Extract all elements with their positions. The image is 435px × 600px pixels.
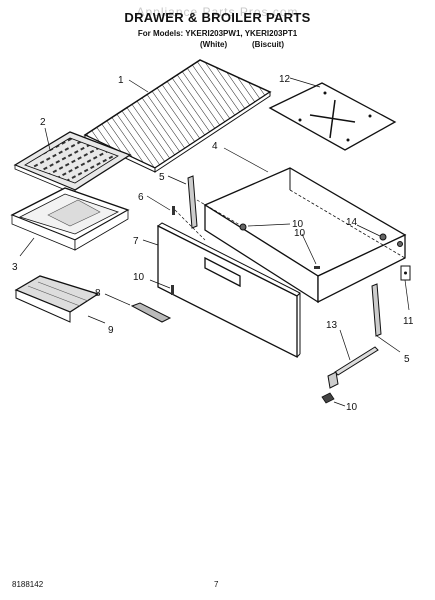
doc-number: 8188142 (12, 580, 44, 589)
callout-8: 8 (95, 288, 101, 299)
callout-13: 13 (326, 320, 338, 331)
callout-14: 14 (346, 217, 358, 228)
page-number: 7 (214, 580, 219, 589)
model-numbers: For Models: YKERI203PW1, YKERI203PT1 (137, 29, 298, 38)
watermark: Appliance Parts Pros.com (136, 5, 299, 19)
callout-3: 3 (12, 262, 18, 273)
rail-screw (321, 392, 346, 407)
callout-4: 4 (212, 141, 218, 152)
drawer-screw (172, 206, 206, 241)
drawer-bottom-panel (268, 82, 397, 151)
callout-10a: 10 (133, 272, 145, 283)
callout-9: 9 (108, 325, 114, 336)
callout-10c: 10 (294, 228, 306, 239)
drawer-body (203, 167, 407, 304)
drawer-slide-left (187, 175, 241, 229)
drawer-front-panel (157, 222, 301, 359)
callout-5b: 5 (404, 354, 410, 365)
anti-tip-rail (327, 329, 379, 389)
drawer-front-screw (149, 279, 174, 295)
side-bracket (400, 265, 411, 281)
slide-screw-upper (247, 223, 291, 227)
callout-12: 12 (279, 74, 291, 85)
drawer-rivet (356, 224, 381, 237)
callout-10d: 10 (346, 402, 358, 413)
drawer-slide-right (371, 283, 382, 337)
slide-screw-lower (301, 233, 320, 269)
callout-2: 2 (40, 117, 46, 128)
color-white-label: (White) (200, 40, 228, 49)
callout-6: 6 (138, 192, 144, 203)
callout-11: 11 (403, 316, 414, 327)
callout-7: 7 (133, 236, 139, 247)
callout-10b: 10 (292, 219, 304, 230)
broiler-pan-insert (14, 275, 100, 323)
page-title: DRAWER & BROILER PARTS (124, 10, 311, 25)
broiler-grid (13, 131, 132, 195)
drawer-handle (104, 293, 172, 323)
callout-5a: 5 (159, 172, 165, 183)
broiler-pan (10, 187, 130, 251)
color-biscuit-label: (Biscuit) (252, 40, 284, 49)
callout-1: 1 (118, 75, 124, 86)
